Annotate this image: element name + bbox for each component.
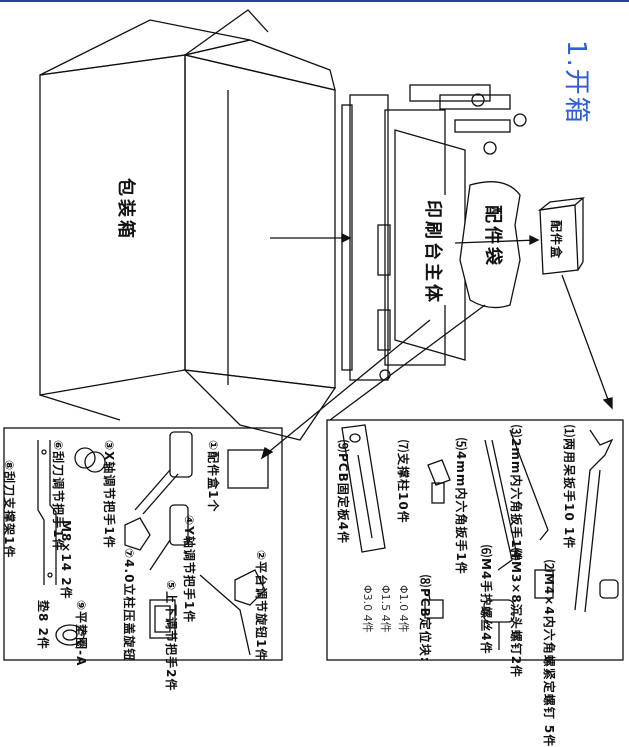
pin-size-3: Φ3.0 4件 [361,585,374,633]
accessory-bag [459,181,521,309]
packing-box [39,9,337,441]
left-item-11: 垫8 2件 [36,600,50,650]
box-label: 包装箱 [115,178,136,241]
washer-icon [55,624,85,646]
bag-label: 配件袋 [482,205,503,268]
up-down-handle-icon [149,599,176,639]
pin-size-1: Φ1.0 4件 [397,585,410,633]
accessory-box-label: 配件盒 [549,220,563,260]
printer-body [341,84,527,381]
left-panel-frame [3,427,283,661]
hex-key-4mm-icon [484,439,519,571]
left-item-1: ①配件盒1个 [206,440,220,513]
printer-label: 印刷台主体 [422,200,443,305]
pcb-locator-icon [424,589,444,619]
left-item-10: M8×14 2件 [59,520,73,600]
hex-key-2mm-icon [509,429,549,541]
platform-knob-icon [199,569,266,656]
right-item-1: ⑴两用呆扳手10 1件 [562,425,576,550]
wrench-icon [574,429,614,613]
screw-icon [534,569,619,599]
left-item-5: ⑤上下调节把手2件 [164,580,178,692]
right-item-2: ⑵M4×4内六角螺紧定螺钉 5件 [542,560,556,747]
standoff-icon [427,459,451,504]
page-title: 1.开箱 [561,40,591,125]
left-item-3: ③X轴调节把手1件 [102,440,116,549]
left-item-4: ④Y轴调节把手1件 [182,515,196,624]
left-item-2: ②平台调节旋钮1件 [254,550,268,662]
pin-size-2: Φ1.5 4件 [379,585,392,633]
right-item-9: ⑼PCB固定板4件 [336,440,350,545]
clamp-knob-icon [124,517,151,551]
right-item-7: ⑺支撑柱10件 [396,440,410,524]
header-rule [0,0,629,2]
left-item-8: ⑧刮刀支撑架1件 [2,460,16,559]
right-item-8: ⑻PCB定位块: [418,575,432,663]
accessory-box [537,197,586,275]
thumb-screw-icon [483,599,515,650]
right-item-5: ⑸4mm内六角扳手1件 [454,438,468,575]
accessory-box-small [227,449,269,489]
left-item-7: ⑦4.0立柱压盖旋钮 [122,548,136,662]
x-handle-icon [134,431,193,515]
right-item-6: ⑹M4手拧螺丝4件 [479,545,493,655]
left-item-9: ⑨平垫圈-A [74,600,88,667]
pcb-fixing-plate-icon [341,424,386,553]
y-handle-icon [149,504,189,571]
knob-icon [74,447,106,473]
squeegee-support-icon [37,440,57,585]
right-item-4: ⑷M3×8沉头螺钉2件 [509,548,523,679]
assembly-drawing [3,9,624,661]
right-item-3: ⑶2mm内六角扳手1件 [509,425,523,562]
right-panel-frame [326,419,624,661]
